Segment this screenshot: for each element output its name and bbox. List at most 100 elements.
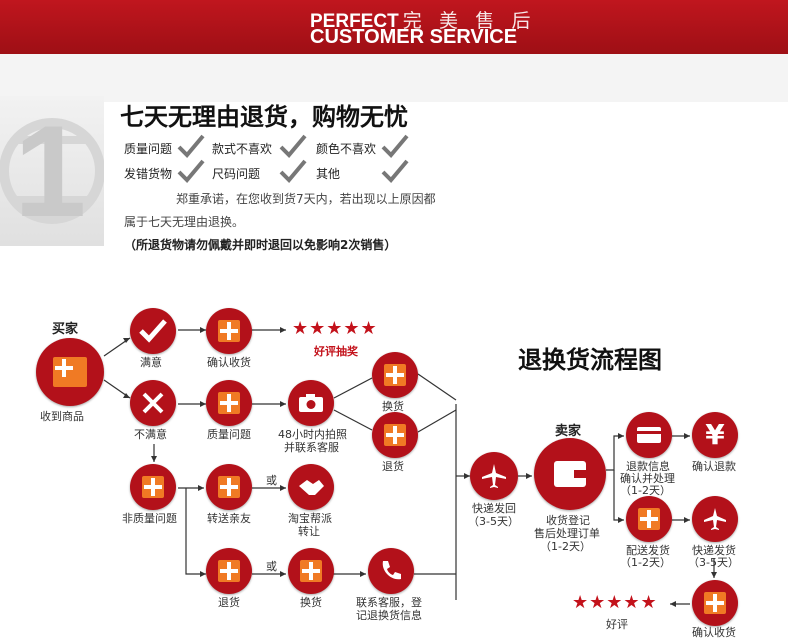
reason-wrong-item: 发错货物 — [124, 167, 173, 181]
gift-package-icon — [218, 476, 240, 498]
banner-cn: 完 美 售 后 — [402, 11, 537, 32]
refund-node — [626, 412, 672, 458]
exchange-node — [372, 352, 418, 398]
promise-note: （所退货物请勿佩戴并即时退回以免影响2次销售） — [124, 238, 397, 252]
express-back-line1: 快递发回 — [472, 502, 516, 515]
ship-line1: 配送发货 — [626, 544, 670, 557]
package-icon — [53, 357, 87, 387]
confirm-receipt2-node — [692, 580, 738, 626]
check-icon — [381, 159, 409, 183]
exchange-label: 换货 — [382, 400, 404, 413]
check-icon — [139, 319, 167, 343]
package-hand-icon — [704, 592, 726, 614]
received-label: 收到商品 — [40, 410, 84, 423]
buyer-node — [36, 338, 104, 406]
exchange-package-icon — [300, 560, 322, 582]
ship-node — [626, 496, 672, 542]
confirm-receipt2-label: 确认收货 — [692, 626, 736, 639]
exchange-package-icon — [384, 364, 406, 386]
or-label-2: 或 — [266, 560, 277, 573]
good-review-lottery: 好评抽奖 — [314, 345, 358, 358]
non-quality-node — [130, 464, 176, 510]
exchange2-node — [288, 548, 334, 594]
satisfied-node — [130, 308, 176, 354]
reason-quality: 质量问题 — [124, 142, 173, 156]
seller-node — [534, 438, 606, 510]
section-number-box: 1 — [0, 96, 104, 246]
return2-node — [206, 548, 252, 594]
reason-style: 款式不喜欢 — [212, 142, 273, 156]
confirm-receipt-label: 确认收货 — [207, 356, 251, 369]
contact-cs-line2: 记退换货信息 — [356, 609, 422, 622]
quality-issue-node — [206, 380, 252, 426]
reason-other: 其他 — [316, 167, 341, 181]
contact-cs-line1: 联系客服，登 — [356, 596, 422, 609]
decor-pattern — [0, 118, 104, 224]
photo-node — [288, 380, 334, 426]
section-number: 1 — [14, 98, 87, 244]
return-package-icon — [384, 424, 406, 446]
confirm-refund-label: 确认退款 — [692, 460, 736, 473]
express-back-node — [470, 452, 518, 500]
express-line2: （3-5天） — [688, 556, 739, 569]
photo-contact-line1: 48小时内拍照 — [278, 428, 347, 441]
package-icon — [218, 320, 240, 342]
transfer-node — [206, 464, 252, 510]
check-icon — [279, 134, 307, 158]
return-package-icon — [218, 560, 240, 582]
taobao-line2: 转让 — [298, 525, 320, 538]
camera-icon — [299, 394, 323, 412]
express-line1: 快递发货 — [692, 544, 736, 557]
unsatisfied-node — [130, 380, 176, 426]
package-icon — [142, 476, 164, 498]
check-icon — [177, 134, 205, 158]
airplane-icon — [482, 464, 506, 488]
check-icon — [177, 159, 205, 183]
broken-package-icon — [218, 392, 240, 414]
handshake-icon — [299, 480, 324, 495]
confirm-refund-node: ¥ — [692, 412, 738, 458]
wallet-icon — [554, 461, 586, 487]
seller-label: 卖家 — [555, 424, 582, 439]
seller-recv-line3: （1-2天） — [540, 540, 591, 553]
cross-icon — [142, 392, 164, 414]
airplane-icon — [704, 508, 726, 530]
seller-recv-line1: 收货登记 — [546, 514, 590, 527]
promise-line2: 属于七天无理由退换。 — [124, 215, 245, 229]
reason-size: 尺码问题 — [212, 167, 261, 181]
refund-line2: 确认并处理 — [620, 472, 675, 485]
banner-line2: CUSTOMER SERVICE — [310, 26, 518, 48]
buyer-label: 买家 — [52, 322, 79, 337]
transfer-label: 转送亲友 — [207, 512, 251, 525]
package-icon — [638, 508, 660, 530]
top-grey-band — [0, 54, 788, 102]
unsatisfied-label: 不满意 — [134, 428, 167, 441]
return-node — [372, 412, 418, 458]
check-icon — [381, 134, 409, 158]
banner-perfect: PERFECT — [310, 11, 399, 32]
good-review-stars: ★★★★★ — [572, 592, 658, 613]
refund-line1: 退款信息 — [626, 460, 670, 473]
express-node — [692, 496, 738, 542]
seller-recv-line2: 售后处理订单 — [534, 527, 600, 540]
photo-contact-line2: 并联系客服 — [284, 441, 339, 454]
promise-line1: 郑重承诺，在您收到货7天内，若出现以上原因都 — [176, 192, 436, 206]
card-icon — [637, 427, 661, 443]
rating-stars: ★★★★★ — [292, 318, 378, 339]
reason-color: 颜色不喜欢 — [316, 142, 377, 156]
page-title: 七天无理由退货，购物无忧 — [120, 102, 408, 131]
flow-title: 退换货流程图 — [518, 345, 662, 374]
return-label: 退货 — [382, 460, 404, 473]
check-icon — [279, 159, 307, 183]
or-label-1: 或 — [266, 474, 277, 487]
ship-line2: （1-2天） — [620, 556, 671, 569]
return2-label: 退货 — [218, 596, 240, 609]
quality-issue-label: 质量问题 — [207, 428, 251, 441]
contact-cs-node — [368, 548, 414, 594]
phone-icon — [382, 561, 401, 580]
exchange2-label: 换货 — [300, 596, 322, 609]
non-quality-label: 非质量问题 — [122, 512, 177, 525]
